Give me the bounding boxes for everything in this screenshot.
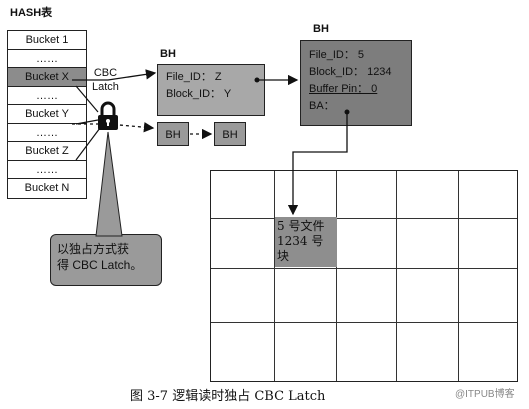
bucket-x: Bucket X [8, 68, 86, 87]
cbc-latch-label: CBC Latch [92, 66, 119, 94]
bucket-z: Bucket Z [8, 142, 86, 161]
bh-big-block-id: Block_ID： 1234 [309, 66, 392, 78]
bh-big-ba: BA： [309, 100, 335, 112]
callout-pointer [95, 131, 123, 237]
arrow-ba-to-block [287, 112, 348, 216]
bh-big-label: BH [313, 23, 329, 35]
bucket-ellipsis: …… [8, 50, 86, 68]
buffer-header-middle: File_ID： Z Block_ID： Y [157, 64, 265, 116]
grid-cell [459, 219, 517, 269]
arrow-bucketx-to-bh [72, 69, 157, 81]
grid-cell [275, 269, 337, 323]
buffer-header-big: File_ID： 5 Block_ID： 1234 Buffer Pin： 0 … [300, 40, 412, 126]
grid-cell [397, 269, 459, 323]
bucket-y: Bucket Y [8, 105, 86, 124]
grid-cell [397, 171, 459, 219]
block-line1: 5 号文件 [277, 219, 325, 233]
grid-cell [459, 171, 517, 219]
grid-cell [275, 323, 337, 381]
bucket-z-to-lock [75, 127, 101, 161]
bucket-x-to-lock [75, 85, 99, 113]
grid-cell [211, 171, 275, 219]
grid-cell [337, 323, 397, 381]
bh-middle-block-id: Block_ID： Y [166, 88, 232, 100]
grid-cell [337, 269, 397, 323]
block-line3: 块 [277, 249, 290, 263]
buffer-header-small-left: BH [157, 122, 189, 146]
grid-cell [211, 269, 275, 323]
cbc-latch-label-line2: Latch [92, 81, 119, 93]
lock-icon [98, 101, 118, 130]
bh-middle-label: BH [160, 48, 176, 60]
bucket-n: Bucket N [24, 182, 70, 194]
grid-cell [459, 269, 517, 323]
grid-cell [337, 219, 397, 269]
hash-table-title: HASH表 [10, 7, 53, 19]
watermark: @ITPUB博客 [455, 389, 515, 400]
bh-middle-file-id: File_ID： Z [166, 71, 222, 83]
callout-line2: 得 CBC Latch。 [57, 258, 143, 272]
grid-cell [211, 219, 275, 269]
bucket-ellipsis: …… [8, 124, 86, 142]
grid-cell [337, 171, 397, 219]
cbc-latch-label-line1: CBC [93, 67, 118, 79]
bucket-y-to-lock [75, 119, 99, 125]
bucket-1: Bucket 1 [8, 31, 86, 50]
bucket-ellipsis: …… [8, 87, 86, 105]
bucket-ellipsis: …… [8, 161, 86, 179]
grid-cell [397, 323, 459, 381]
data-block-5-1234: 5 号文件 1234 号 块 [275, 217, 337, 267]
exclusive-latch-callout: 以独占方式获 得 CBC Latch。 [50, 234, 162, 286]
grid-cell [397, 219, 459, 269]
bh-big-file-id: File_ID： 5 [309, 49, 365, 61]
grid-cell [211, 323, 275, 381]
hash-bucket-table: Bucket 1 …… Bucket X …… Bucket Y …… Buck… [7, 30, 87, 199]
buffer-header-small-right: BH [214, 122, 246, 146]
block-line2: 1234 号 [277, 234, 324, 248]
callout-line1: 以独占方式获 [57, 242, 130, 256]
bh-big-buffer-pin: Buffer Pin： 0 [309, 83, 378, 95]
figure-caption: 图 3-7 逻辑读时独占 CBC Latch [130, 389, 326, 404]
